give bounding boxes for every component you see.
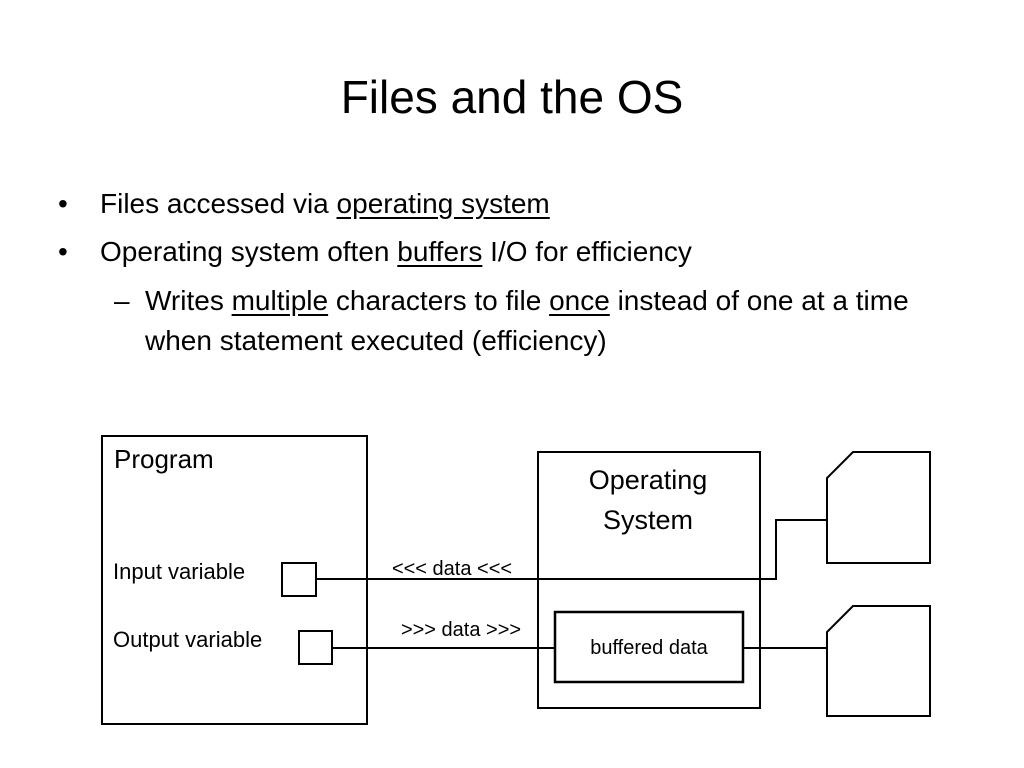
bullet-list: • Files accessed via operating system • Op…: [58, 185, 978, 369]
os-label-line2: System: [603, 505, 693, 535]
sub-bullet-underlined-text: multiple: [231, 285, 329, 316]
file-icon: [826, 605, 931, 717]
input-data-label: <<< data <<<: [392, 558, 512, 580]
bullet-underlined-text: operating system: [336, 188, 550, 219]
sub-bullet-text: Writes: [145, 285, 232, 316]
bullet-marker: •: [58, 236, 68, 267]
buffered-data-label: buffered data: [590, 637, 708, 659]
sub-bullet-marker: –: [114, 285, 130, 316]
output-variable-box: [298, 630, 333, 665]
bullet-text: Operating system often: [100, 236, 398, 267]
sub-bullet-underlined-text: once: [549, 285, 610, 316]
os-label-line1: Operating: [589, 465, 708, 495]
sub-bullet-text: characters to file: [328, 285, 550, 316]
bullet-text: I/O for efficiency: [482, 236, 692, 267]
sub-bullet-item: –Writes multiple characters to file once…: [58, 281, 978, 361]
bullet-marker: •: [58, 188, 68, 219]
bullet-item: • Files accessed via operating system: [58, 185, 978, 223]
program-label: Program: [114, 444, 214, 474]
bullet-underlined-text: buffers: [397, 236, 483, 267]
file-icon: [826, 451, 931, 564]
slide-title: Files and the OS: [340, 71, 684, 123]
input-data-path: [316, 515, 854, 580]
bullet-text: Files accessed via: [100, 188, 337, 219]
bullet-item: • Operating system often buffers I/O for …: [58, 233, 978, 271]
output-data-label: >>> data >>>: [401, 619, 521, 641]
output-variable-label: Output variable: [113, 627, 262, 652]
input-variable-label: Input variable: [113, 559, 245, 584]
sub-bullet-text: instead of one at a time when statement …: [145, 285, 909, 356]
input-variable-box: [281, 562, 317, 597]
